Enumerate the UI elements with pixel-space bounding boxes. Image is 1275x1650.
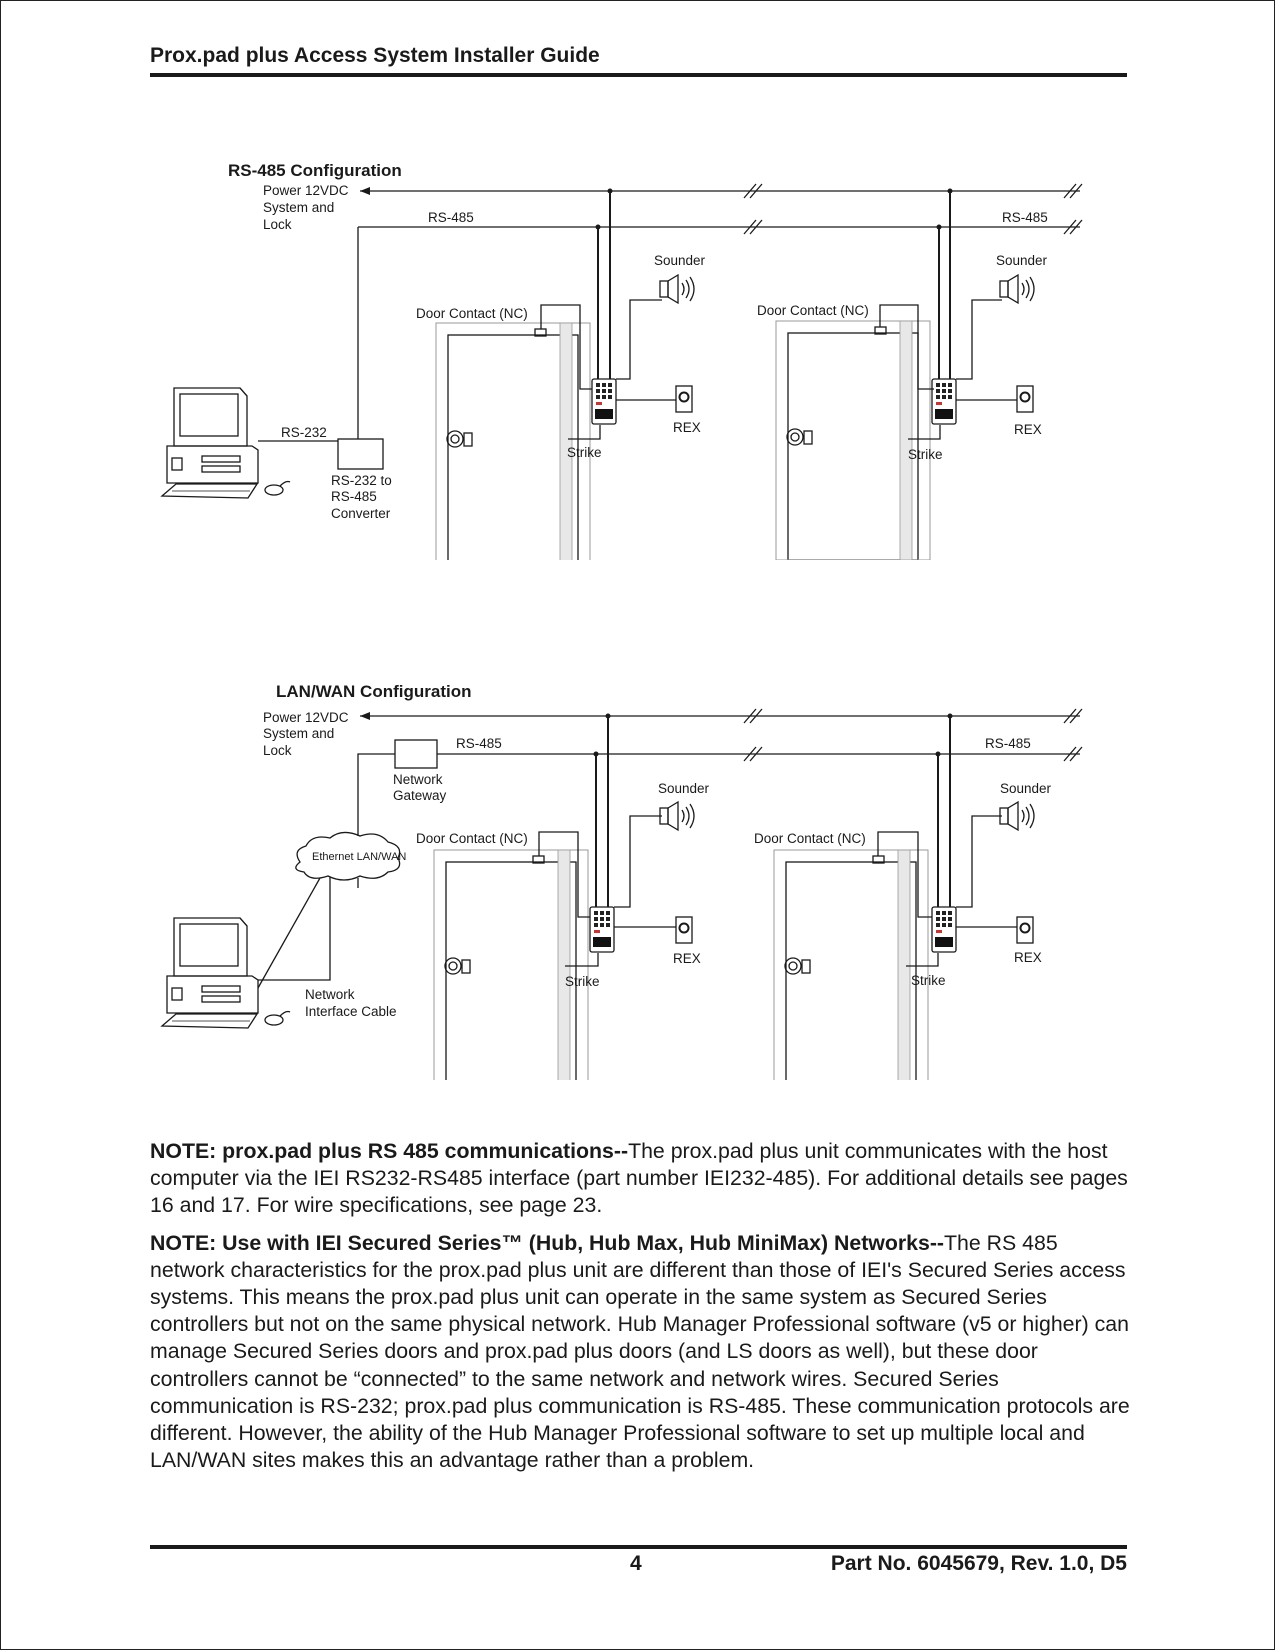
door-1-sounder-label: Sounder (654, 253, 706, 268)
converter-label-line3: Converter (331, 506, 391, 521)
door-2-contact-label: Door Contact (NC) (757, 303, 869, 318)
door-2-keypad (931, 378, 957, 425)
door-1 (433, 849, 589, 1080)
note-secured-series-body: The RS 485 network characteristics for t… (150, 1230, 1130, 1473)
network-gateway (394, 739, 438, 769)
page-number: 4 (630, 1552, 642, 1575)
power-label-line1: Power 12VDC (263, 183, 349, 198)
converter-label-line1: RS-232 to (331, 473, 392, 488)
sounder-icon (999, 274, 1035, 304)
diagram-title: LAN/WAN Configuration (276, 682, 471, 701)
door-2-sounder-label: Sounder (1000, 781, 1052, 796)
page-header-title: Prox.pad plus Access System Installer Gu… (150, 44, 600, 67)
ethernet-cloud-icon (295, 831, 401, 881)
sounder-icon (999, 801, 1035, 831)
door-2-strike-label: Strike (908, 447, 943, 462)
door-1-keypad (589, 906, 615, 953)
door-2-sounder-label: Sounder (996, 253, 1048, 268)
rs485-bus-label-right: RS-485 (1002, 210, 1048, 225)
door-1-contact-label: Door Contact (NC) (416, 306, 528, 321)
rex-icon (1016, 385, 1034, 413)
door-2-contact-label: Door Contact (NC) (754, 831, 866, 846)
rex-icon (675, 385, 693, 413)
computer-icon (161, 387, 291, 499)
door-2 (775, 320, 931, 560)
sounder-icon (659, 274, 695, 304)
door-2-strike-label: Strike (911, 973, 946, 988)
rs232-to-rs485-converter (337, 438, 384, 470)
note-secured-series-heading: NOTE: Use with IEI Secured Series™ (Hub,… (150, 1230, 945, 1255)
door-1-rex-label: REX (673, 420, 701, 435)
rex-icon (675, 916, 693, 944)
door-2-rex-label: REX (1014, 422, 1042, 437)
rs232-label: RS-232 (281, 425, 327, 440)
notes-section: NOTE: prox.pad plus RS 485 communication… (150, 1138, 1130, 1484)
header-rule (150, 73, 1127, 77)
rs485-bus-label: RS-485 (428, 210, 474, 225)
computer-icon (161, 917, 291, 1029)
door-1-sounder-label: Sounder (658, 781, 710, 796)
rs485-configuration-diagram: RS-485 Configuration Power 12VDC System … (161, 161, 1083, 560)
note-rs485: NOTE: prox.pad plus RS 485 communication… (150, 1138, 1130, 1220)
gateway-label-line2: Gateway (393, 788, 447, 803)
door-1 (435, 322, 591, 560)
rs485-bus-label-right: RS-485 (985, 736, 1031, 751)
rex-icon (1016, 916, 1034, 944)
sounder-icon (659, 801, 695, 831)
note-rs485-body: The prox.pad plus unit communicates with… (150, 1139, 1128, 1218)
note-rs485-heading: NOTE: prox.pad plus RS 485 communication… (150, 1139, 629, 1163)
door-1-strike-label: Strike (565, 974, 600, 989)
door-2 (773, 849, 929, 1080)
power-label-line3: Lock (263, 743, 292, 758)
lanwan-configuration-diagram: LAN/WAN Configuration Power 12VDC System… (161, 682, 1083, 1080)
door-1-contact-label: Door Contact (NC) (416, 831, 528, 846)
rs485-bus-label: RS-485 (456, 736, 502, 751)
door-1-keypad (591, 378, 617, 425)
cloud-label: Ethernet LAN/WAN (312, 851, 406, 863)
door-1-strike-label: Strike (567, 445, 602, 460)
footer-rule (150, 1545, 1127, 1549)
power-label-line1: Power 12VDC (263, 710, 349, 725)
door-2-keypad (931, 906, 957, 953)
power-label-line2: System and (263, 726, 334, 741)
note-secured-series: NOTE: Use with IEI Secured Series™ (Hub,… (150, 1230, 1130, 1475)
cable-label-line2: Interface Cable (305, 1004, 397, 1019)
power-label-line2: System and (263, 200, 334, 215)
door-2-rex-label: REX (1014, 950, 1042, 965)
power-label-line3: Lock (263, 217, 292, 232)
converter-label-line2: RS-485 (331, 489, 377, 504)
gateway-label-line1: Network (393, 772, 443, 787)
cable-label-line1: Network (305, 987, 355, 1002)
diagram-title: RS-485 Configuration (228, 161, 402, 180)
part-number: Part No. 6045679, Rev. 1.0, D5 (830, 1552, 1127, 1575)
door-1-rex-label: REX (673, 951, 701, 966)
